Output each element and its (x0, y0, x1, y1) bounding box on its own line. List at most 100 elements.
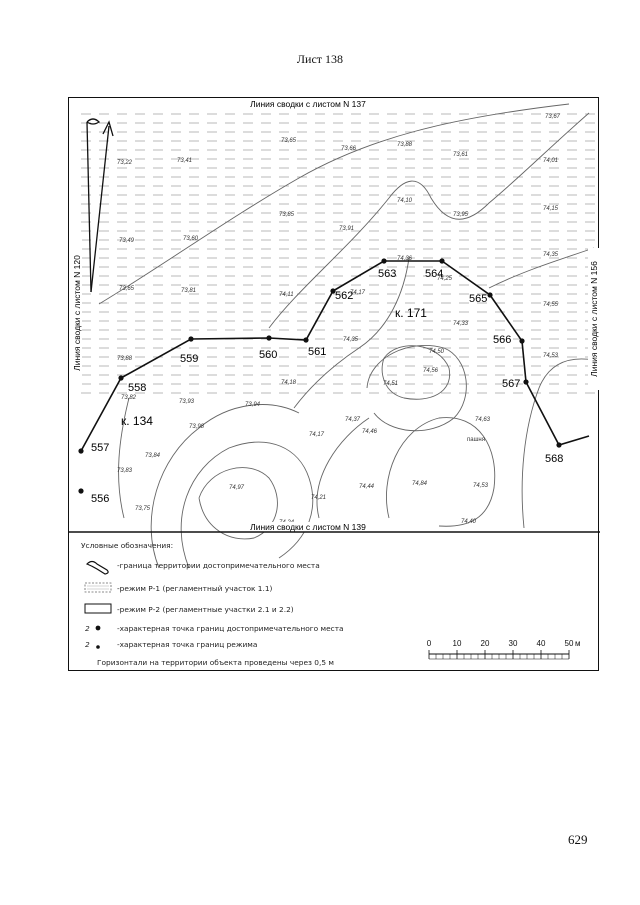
elevation-label: 74,50 (429, 349, 445, 355)
legend-boundary-icon (85, 560, 109, 575)
elevation-label: 73,75 (135, 506, 151, 512)
elevation-label: 74,63 (475, 417, 491, 423)
elevation-label: 73,83 (117, 468, 133, 474)
boundary-point-568 (556, 442, 562, 448)
regime-r1-hatching (81, 113, 595, 394)
elevation-label: 74,25 (437, 276, 453, 282)
parcel-label-134: к. 134 (121, 414, 153, 428)
elevation-label: 74,35 (543, 252, 559, 258)
boundary-point-556 (78, 488, 84, 494)
elevation-label: 74,11 (279, 292, 294, 298)
boundary-point-label-560: 560 (259, 349, 277, 361)
elevation-label: 73,49 (119, 238, 135, 244)
boundary-point-label-565: 565 (469, 293, 487, 305)
boundary-point-label-557: 557 (91, 442, 109, 454)
elevation-label: 74,17 (350, 290, 366, 296)
boundary-point-562 (330, 288, 336, 294)
elevation-label: 74,40 (461, 519, 477, 525)
legend-point-marker-1: 2 (85, 624, 90, 633)
elevation-label: 74,21 (311, 495, 326, 501)
boundary-point-560 (266, 335, 272, 341)
elevation-label: 74,33 (453, 321, 469, 327)
edge-label-left: Линия сводки с листом N 120 (72, 255, 82, 371)
elevation-label: 74,97 (229, 485, 245, 491)
boundary-point-label-568: 568 (545, 453, 563, 465)
elevation-label: 73,95 (453, 212, 469, 218)
boundary-point-563 (381, 258, 387, 264)
boundary-point-label-558: 558 (128, 382, 146, 394)
elevation-label: 74,53 (543, 353, 559, 359)
legend-item-boundary: -граница территории достопримечательного… (117, 561, 320, 570)
elevation-label: 73,67 (545, 114, 561, 120)
elevation-label: 73,88 (117, 356, 133, 362)
legend-item-r1: -режим Р-1 (регламентный участок 1.1) (117, 584, 273, 593)
elevation-label: 73,84 (145, 453, 161, 459)
scale-tick-label: 20 (481, 639, 490, 648)
legend-r2-icon (84, 603, 112, 614)
boundary-point-label-564: 564 (425, 268, 443, 280)
elevation-label: 74,15 (543, 206, 559, 212)
elevation-label: 74,17 (309, 432, 325, 438)
boundary-point-558 (118, 375, 124, 381)
elevation-label: 73,94 (245, 402, 261, 408)
legend-footnote: Горизонтали на территории объекта провед… (97, 658, 334, 667)
sheet-title: Лист 138 (296, 52, 344, 66)
elevation-label: 73,82 (121, 395, 137, 401)
elevation-label: 74,46 (362, 429, 378, 435)
scale-tick-label: 10 (453, 639, 462, 648)
elevation-label: 73,81 (181, 288, 196, 294)
parcel-label-171: к. 171 (395, 306, 427, 320)
legend: Условные обозначения: -граница территори… (81, 541, 344, 667)
scale-tick-label: 30 (509, 639, 518, 648)
elevation-label: 74,10 (397, 198, 413, 204)
elevation-label: 74,51 (383, 381, 398, 387)
elevation-label: 73,88 (397, 142, 413, 148)
elevation-label: 74,37 (345, 417, 361, 423)
elevation-label: 73,22 (117, 160, 133, 166)
legend-r1-icon (84, 582, 112, 593)
boundary-point-557 (78, 448, 84, 454)
elevation-label: 74,56 (423, 368, 439, 374)
boundary-point-565 (487, 292, 493, 298)
elevation-label: 74,01 (543, 158, 558, 164)
boundary-point-559 (188, 336, 194, 342)
elevation-label: 73,93 (179, 399, 195, 405)
contour-lines (98, 103, 595, 569)
elevation-label: 74,18 (281, 380, 297, 386)
legend-item-r2: -режим Р-2 (регламентные участки 2.1 и 2… (117, 605, 294, 614)
legend-item-point-regime: -характерная точка границ режима (117, 640, 257, 649)
boundary-point-label-563: 563 (378, 268, 396, 280)
scale-tick-label: 40 (537, 639, 546, 648)
boundary-point-561 (303, 337, 309, 343)
boundary-point-567 (523, 379, 529, 385)
elevation-label: 74,44 (359, 484, 375, 490)
scale-tick-label: 0 (427, 639, 432, 648)
elevation-label: 73,85 (279, 212, 295, 218)
scale-unit: м (575, 639, 581, 648)
page-number: 629 (568, 832, 588, 847)
elevation-label: 73,60 (183, 236, 199, 242)
elevation-label: 74,35 (343, 337, 359, 343)
land-label: пашня (467, 437, 485, 443)
elevation-label: 74,53 (473, 483, 489, 489)
boundary-point-566 (519, 338, 525, 344)
scale-tick-label: 50 (565, 639, 574, 648)
legend-title: Условные обозначения: (81, 541, 173, 550)
elevation-label: 74,36 (397, 256, 413, 262)
elevation-label: 74,55 (543, 302, 559, 308)
elevation-label: 73,98 (189, 424, 205, 430)
legend-point-marker-2: 2 (85, 640, 90, 649)
elevation-label: 73,91 (339, 226, 354, 232)
elevation-label: 73,61 (453, 152, 468, 158)
boundary-point-label-566: 566 (493, 334, 511, 346)
edge-label-right: Линия сводки с листом N 156 (589, 261, 599, 377)
elevation-label: 74,84 (412, 481, 428, 487)
north-arrow-icon (86, 118, 114, 293)
boundary-point-label-561: 561 (308, 346, 326, 358)
elevation-label: 73,66 (341, 146, 357, 152)
boundary-point-label-567: 567 (502, 378, 520, 390)
elevation-label: 73,65 (281, 138, 297, 144)
